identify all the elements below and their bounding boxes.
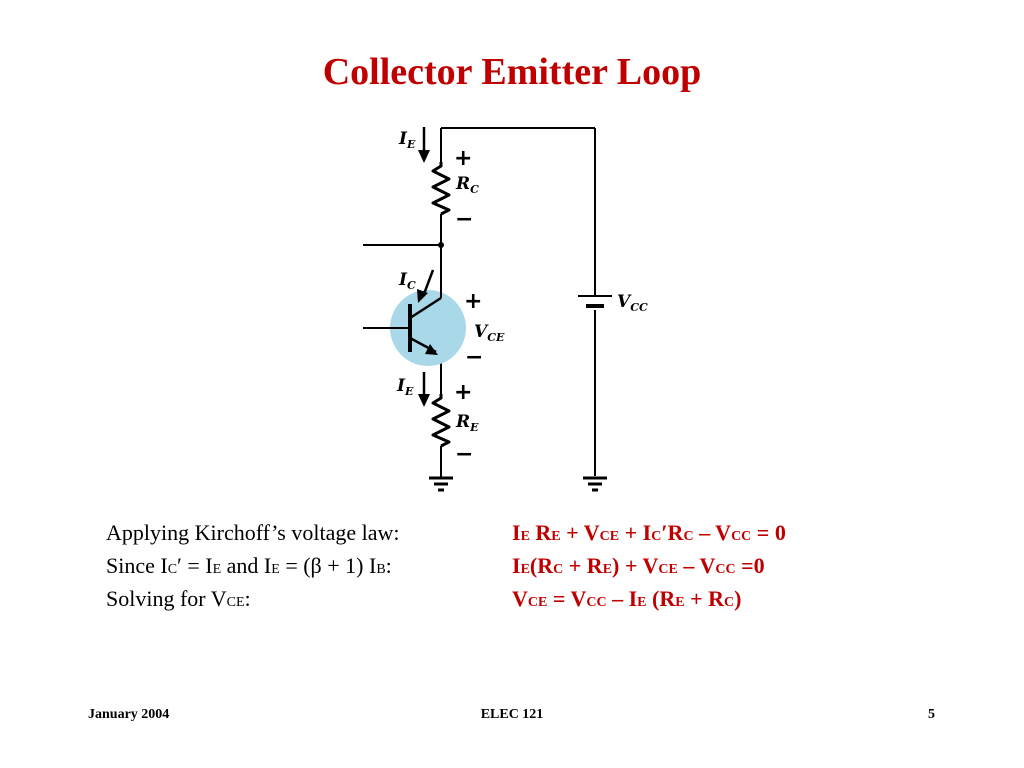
footer-course: ELEC 121 <box>480 707 544 722</box>
statement-1-label: Applying Kirchoff’s voltage law: <box>106 520 400 545</box>
ground-left-icon <box>429 476 453 492</box>
subscript: C <box>651 529 662 544</box>
current-ic-arrow <box>417 269 435 303</box>
label-re: RE <box>455 412 479 434</box>
label-ie-top: IE <box>398 129 416 151</box>
subscript: C <box>683 529 694 544</box>
subscript: E <box>551 529 561 544</box>
label-ie-bottom: IE <box>396 376 414 398</box>
substituted-equation: IE(RC + RE) + VCE – VCC =0 <box>512 553 765 578</box>
emitter-arrow <box>425 344 438 355</box>
re-minus-sign: − <box>455 442 473 467</box>
subscript: E <box>637 595 647 610</box>
subscript: CE <box>226 595 245 610</box>
resistor-rc <box>431 162 451 216</box>
subscript: C <box>724 595 735 610</box>
subscript: C <box>553 562 564 577</box>
re-plus-sign: + <box>454 380 472 405</box>
circuit-wires <box>363 127 596 478</box>
subscript: C <box>167 562 178 577</box>
resistor-re <box>431 394 451 448</box>
vce-solution-equation: VCE = VCC – IE (RE + RC) <box>512 586 742 611</box>
transistor <box>363 286 466 366</box>
subscript: CE <box>658 562 678 577</box>
label-rc: RC <box>455 174 479 196</box>
label-vce: VCE <box>474 322 505 344</box>
battery-vcc <box>578 295 612 308</box>
current-ie-bottom-arrow <box>418 372 430 407</box>
subscript: E <box>520 562 530 577</box>
subscript: CE <box>527 595 548 610</box>
statement-2-label: Since IC′ = IE and IE = (β + 1) IB: <box>106 553 392 578</box>
ground-right-icon <box>583 476 607 492</box>
junction-dot <box>438 242 444 248</box>
footer-date: January 2004 <box>88 707 170 722</box>
subscript: CC <box>731 529 752 544</box>
kvl-equation: IE RE + VCE + IC′RC – VCC = 0 <box>512 520 786 545</box>
rc-minus-sign: − <box>455 207 473 232</box>
vce-minus-sign: − <box>465 345 483 370</box>
rc-plus-sign: + <box>454 146 472 171</box>
subscript: E <box>602 562 613 577</box>
current-ie-top-arrow <box>418 127 430 163</box>
subscript: CE <box>599 529 620 544</box>
subscript: CC <box>715 562 736 577</box>
subscript: E <box>212 562 222 577</box>
vce-plus-sign: + <box>464 289 482 314</box>
subscript: CC <box>586 595 607 610</box>
subscript: E <box>520 529 530 544</box>
slide-title: Collector Emitter Loop <box>322 51 702 93</box>
footer-page-number: 5 <box>928 707 935 722</box>
label-ic: IC <box>398 270 416 292</box>
subscript: E <box>271 562 280 577</box>
subscript: B <box>376 562 386 577</box>
statement-3-label: Solving for VCE: <box>106 586 251 611</box>
label-vcc: VCC <box>617 292 648 314</box>
subscript: E <box>675 595 685 610</box>
